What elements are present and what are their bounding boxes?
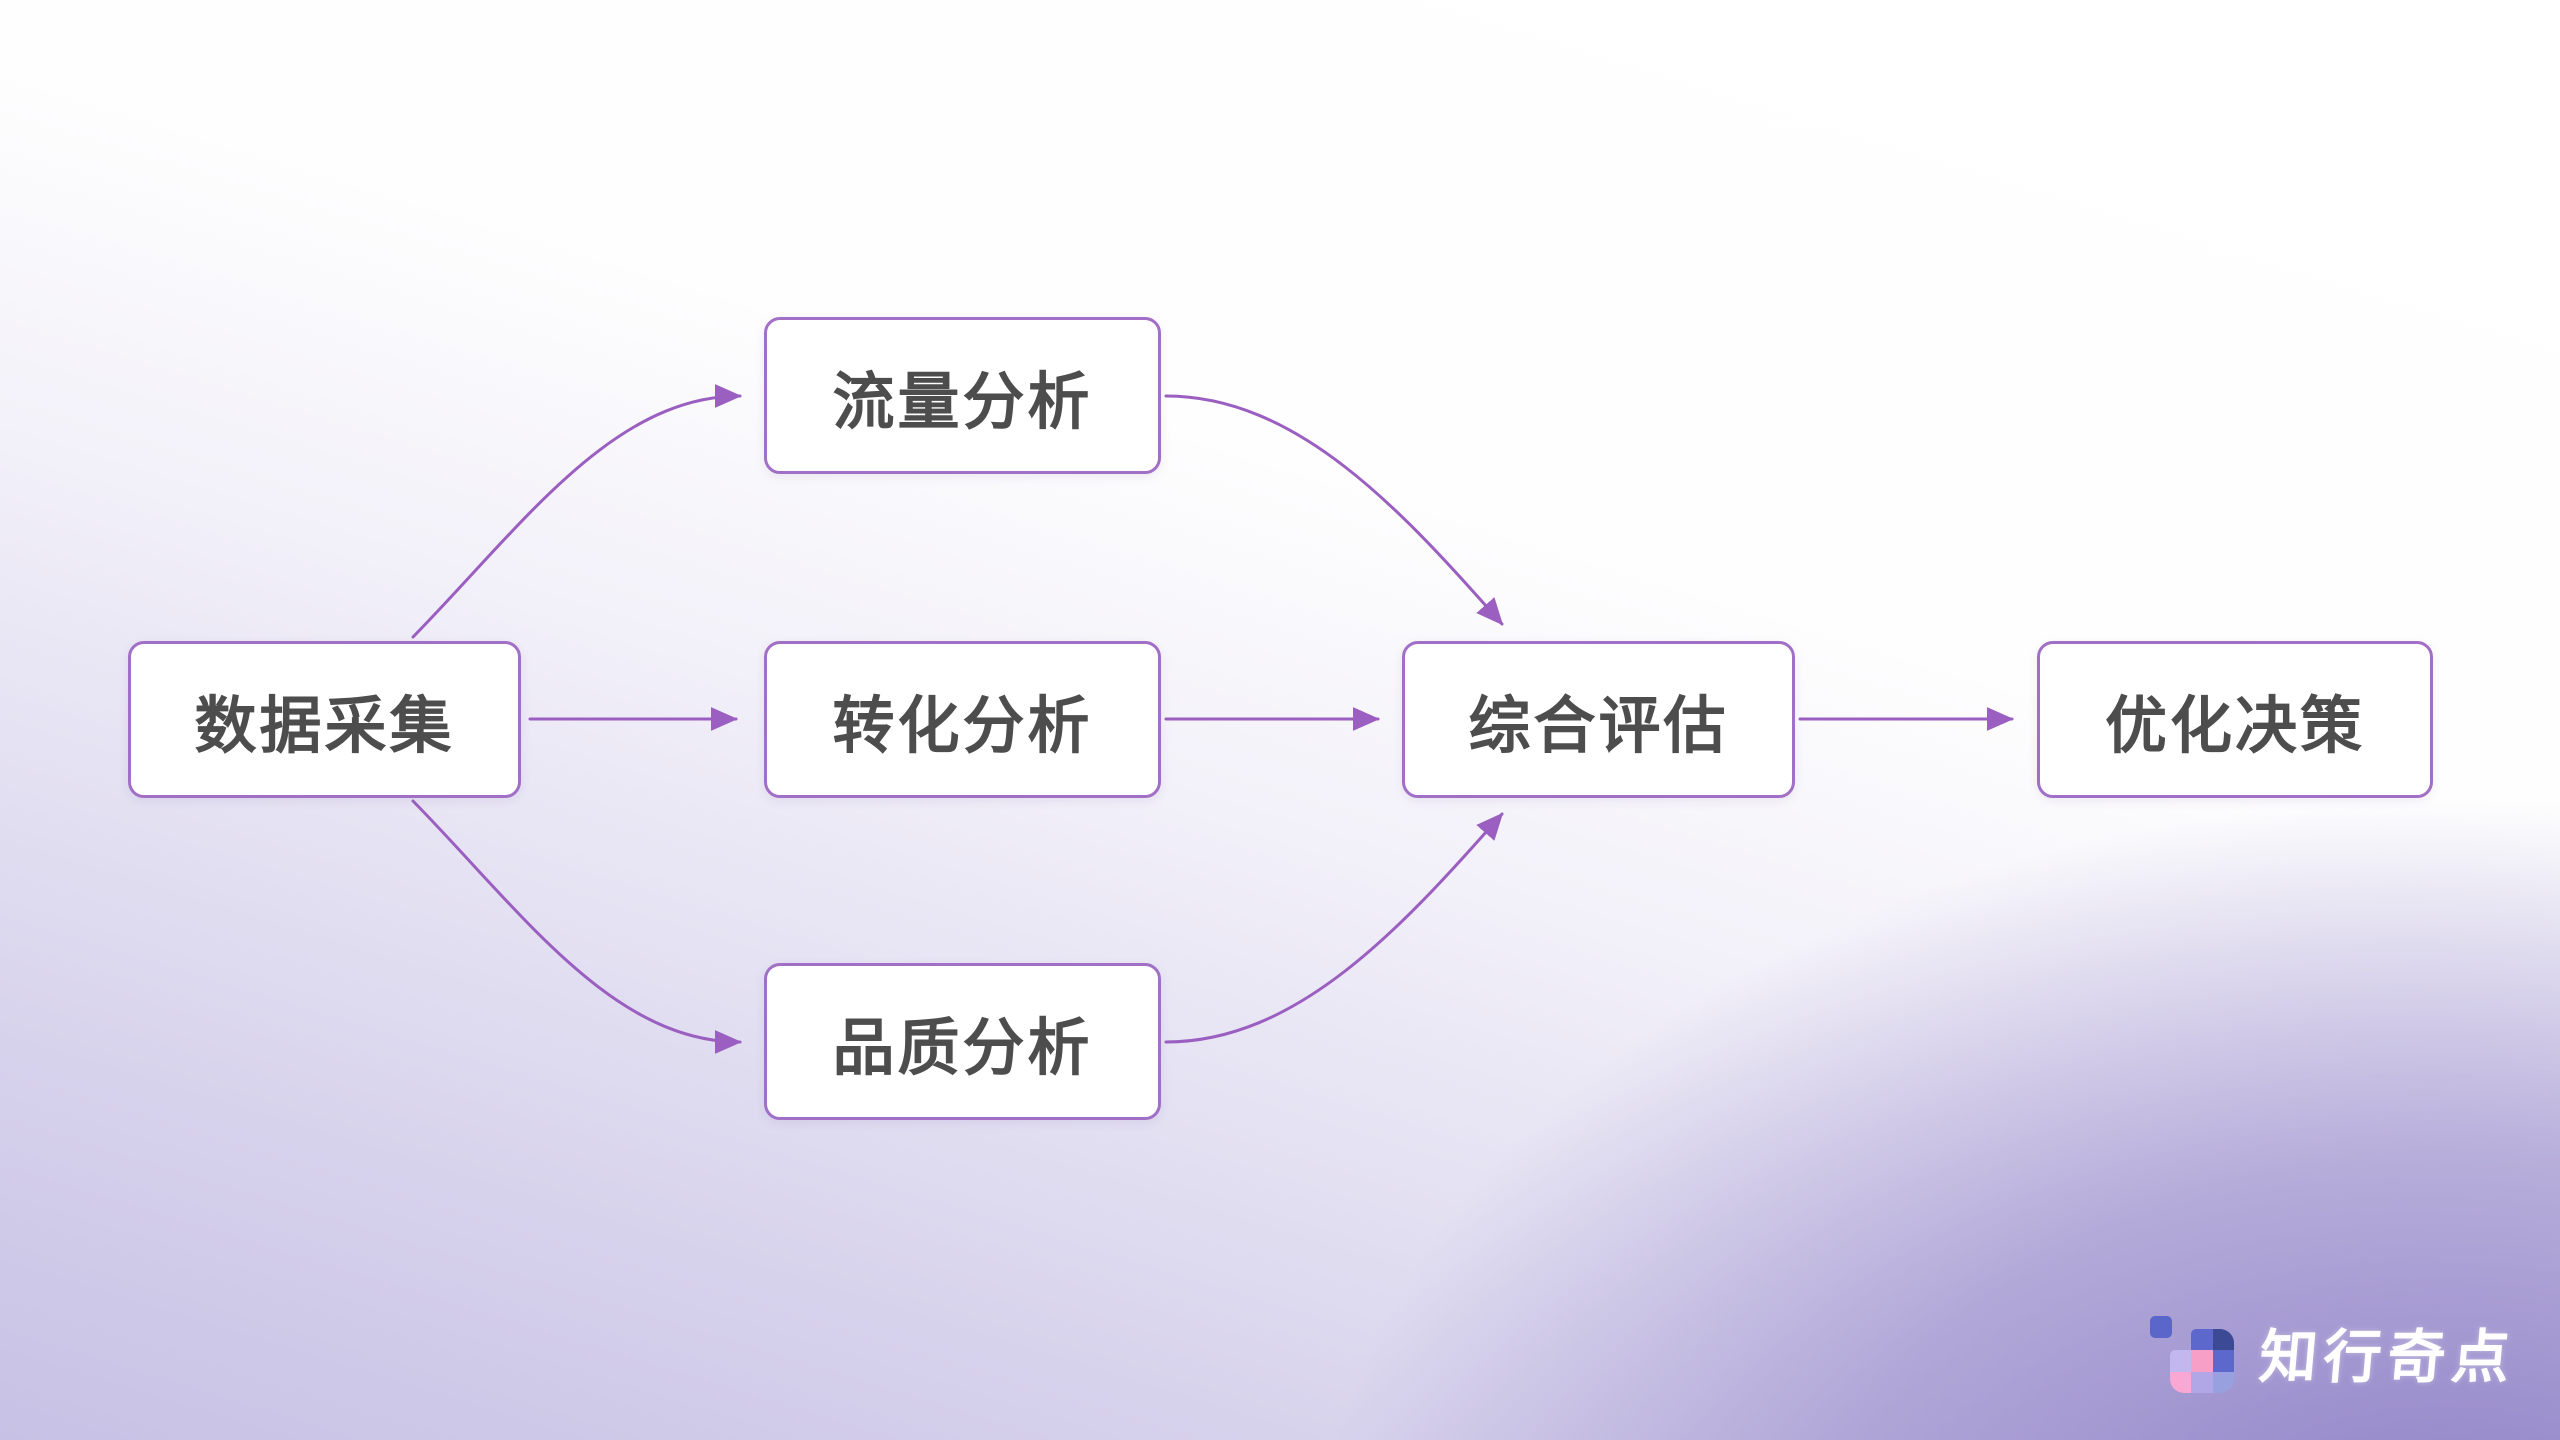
brand-name: 知行奇点 (2256, 1325, 2519, 1390)
node-label: 优化决策 (2104, 691, 2365, 761)
brand-logo: 知行奇点 (2149, 1310, 2519, 1394)
node-quality-analysis[interactable]: 品质分析 (764, 963, 1161, 1120)
node-label: 数据采集 (194, 691, 455, 761)
node-data-collection[interactable]: 数据采集 (128, 641, 521, 798)
node-label: 品质分析 (832, 1013, 1093, 1083)
connector-collection-to-traffic (411, 384, 742, 639)
node-label: 流量分析 (832, 367, 1093, 437)
node-overall-evaluation[interactable]: 综合评估 (1402, 641, 1795, 798)
logo-pixel-grid (2169, 1329, 2234, 1393)
logo-square-accent (2149, 1316, 2172, 1338)
node-traffic-analysis[interactable]: 流量分析 (764, 317, 1161, 474)
node-label: 转化分析 (832, 691, 1093, 761)
connector-quality-to-evaluation (1164, 812, 1504, 1044)
connector-traffic-to-evaluation (1164, 394, 1504, 626)
connector-collection-to-quality (411, 799, 742, 1054)
node-label: 综合评估 (1468, 691, 1729, 761)
brand-logo-mark-icon (2149, 1311, 2234, 1393)
node-optimization-decision[interactable]: 优化决策 (2037, 641, 2433, 798)
node-conversion-analysis[interactable]: 转化分析 (764, 641, 1161, 798)
